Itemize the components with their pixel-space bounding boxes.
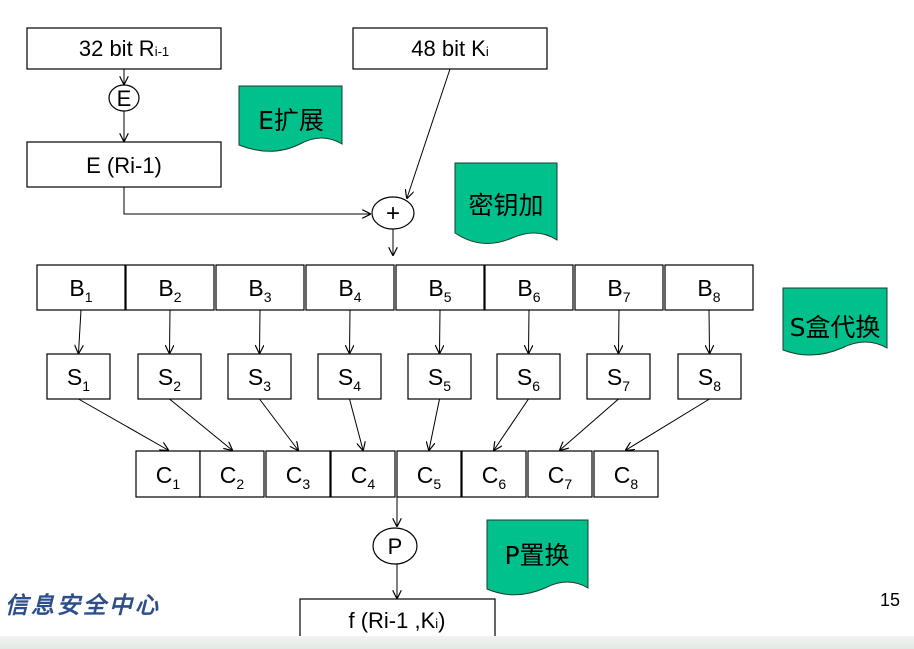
arrow-k-to-xor — [407, 68, 451, 198]
s-box-label: S3 — [248, 364, 271, 394]
s-box-1: S1 — [46, 353, 111, 400]
s-box-2: S2 — [137, 353, 202, 400]
b-box-label: B4 — [338, 275, 361, 305]
flag-key-add-label: 密钥加 — [468, 191, 543, 220]
input-k-box — [352, 27, 548, 70]
flag-sbox-sub-label: S盒代换 — [790, 313, 881, 342]
c-box-4: C4 — [330, 450, 396, 498]
arrow-b-to-s-7 — [619, 309, 620, 353]
s-box-7: S7 — [586, 353, 651, 400]
p-circle — [372, 527, 418, 565]
c-box-6: C6 — [461, 450, 527, 498]
p-circle-label: P — [388, 534, 403, 559]
c-box-label: C7 — [548, 462, 573, 492]
b-box-row: B1 B2 B3 B4 B5 B6 B7 B8 — [36, 264, 754, 311]
flag-p-perm: P置换 — [486, 519, 589, 596]
s-box-8: S8 — [677, 353, 742, 400]
b-box-4: B4 — [305, 264, 395, 311]
input-r-box — [26, 27, 222, 70]
s-box-row: S1 S2 S3 S4 S5 S6 S7 S8 — [46, 353, 742, 400]
b-box-6: B6 — [484, 264, 574, 311]
b-box-8: B8 — [664, 264, 754, 311]
b-box-label: B8 — [697, 275, 720, 305]
arrow-s-to-c-7 — [560, 398, 619, 450]
b-box-5: B5 — [395, 264, 485, 311]
s-box-4: S4 — [317, 353, 382, 400]
arrow-s-to-c-1 — [78, 398, 169, 450]
b-box-3: B3 — [215, 264, 305, 311]
c-box-label: C6 — [482, 462, 507, 492]
s-box-label: S6 — [517, 364, 540, 394]
c-box-label: C5 — [417, 462, 442, 492]
s-box-3: S3 — [227, 353, 292, 400]
s-box-label: S1 — [67, 364, 90, 394]
b-box-label: B1 — [69, 275, 92, 305]
s-box-6: S6 — [496, 353, 561, 400]
e-output-label: E (Ri-1) — [86, 153, 162, 178]
b-box-1: B1 — [36, 264, 126, 311]
footer-band — [0, 636, 914, 649]
arrow-s-to-c-3 — [259, 398, 299, 450]
output-label: f (Ri-1 ,Ki) — [348, 608, 445, 633]
e-output-box — [26, 141, 222, 188]
c-box-label: C3 — [286, 462, 311, 492]
c-box-5: C5 — [396, 450, 462, 498]
c-box-label: C4 — [351, 462, 376, 492]
b-box-label: B5 — [428, 275, 451, 305]
arrow-b-to-s-5 — [440, 309, 441, 353]
input-k-label: 48 bit Ki — [411, 36, 489, 61]
arrow-s-to-c-6 — [494, 398, 529, 450]
c-box-label: C8 — [614, 462, 639, 492]
flag-p-perm-label: P置换 — [504, 541, 569, 570]
arrow-s-to-c-2 — [169, 398, 233, 450]
flag-sbox-sub: S盒代换 — [782, 287, 888, 356]
c-box-2: C2 — [199, 450, 265, 498]
arrow-b-to-s-8 — [709, 309, 710, 353]
arrow-b-to-s-3 — [260, 309, 261, 353]
input-r-label: 32 bit Ri-1 — [79, 36, 169, 61]
c-box-label: C1 — [156, 462, 181, 492]
arrow-b-to-s-4 — [350, 309, 351, 353]
b-box-label: B7 — [607, 275, 630, 305]
arrow-e-to-xor — [123, 187, 370, 214]
b-box-label: B2 — [158, 275, 181, 305]
arrow-s-to-c-8 — [626, 398, 710, 450]
page-number: 15 — [880, 590, 900, 610]
xor-symbol: + — [386, 200, 400, 227]
c-box-3: C3 — [265, 450, 331, 498]
watermark-text: 信息安全中心 — [5, 592, 161, 619]
connection-arrows — [78, 309, 710, 450]
s-box-label: S2 — [158, 364, 181, 394]
flag-e-expand-label: E扩展 — [258, 106, 324, 135]
b-box-label: B6 — [517, 275, 540, 305]
s-box-label: S5 — [428, 364, 451, 394]
arrow-b-to-s-2 — [170, 309, 171, 353]
flag-e-expand: E扩展 — [238, 85, 343, 152]
s-box-label: S4 — [338, 364, 361, 394]
c-box-1: C1 — [135, 450, 201, 498]
arrow-s-to-c-4 — [349, 398, 364, 450]
b-box-label: B3 — [248, 275, 271, 305]
arrow-s-to-c-5 — [429, 398, 440, 450]
c-box-label: C2 — [220, 462, 245, 492]
arrow-b-to-s-6 — [529, 309, 530, 353]
flag-key-add: 密钥加 — [454, 162, 558, 244]
s-box-label: S8 — [698, 364, 721, 394]
b-box-7: B7 — [574, 264, 664, 311]
c-box-8: C8 — [593, 450, 659, 498]
c-box-7: C7 — [527, 450, 593, 498]
s-box-label: S7 — [607, 364, 630, 394]
s-box-5: S5 — [407, 353, 472, 400]
c-box-row: C1 C2 C3 C4 C5 C6 C7 C8 — [135, 450, 659, 498]
output-box — [299, 598, 496, 641]
e-circle-label: E — [117, 86, 132, 111]
arrow-b-to-s-1 — [79, 309, 82, 353]
b-box-2: B2 — [125, 264, 215, 311]
